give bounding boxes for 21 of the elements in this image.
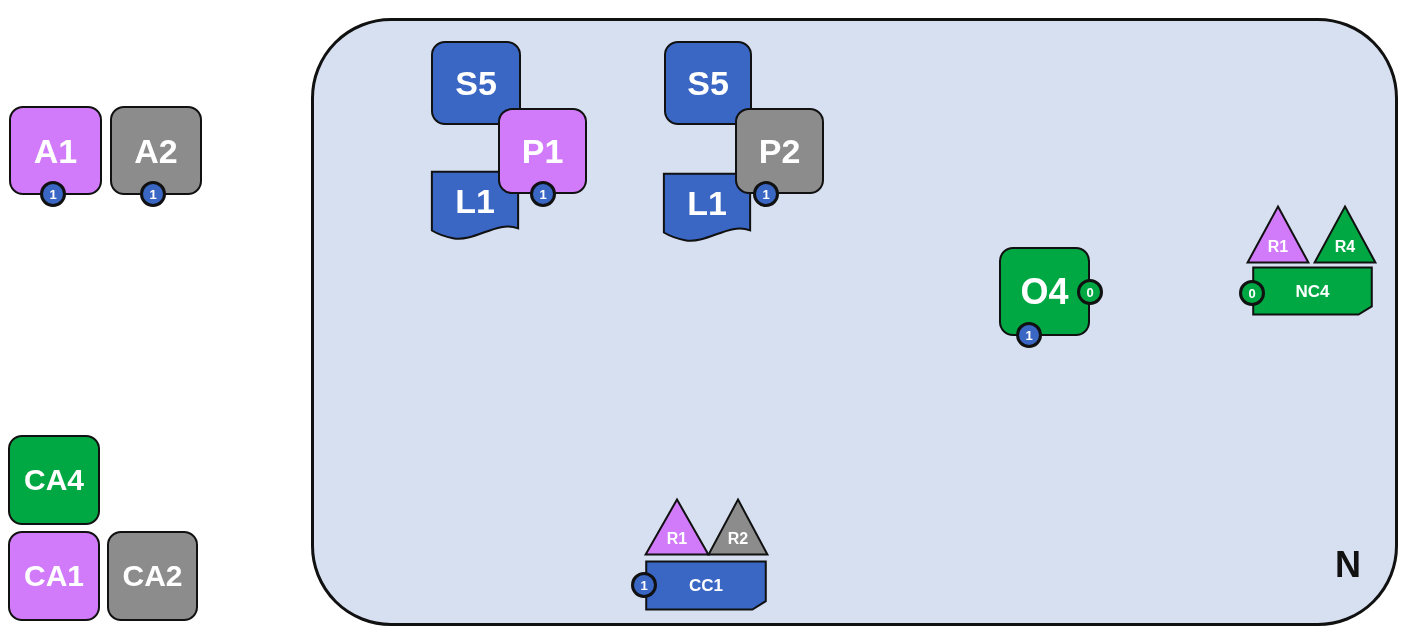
number-badge: 1 (140, 181, 166, 207)
tile: CA4 (8, 435, 100, 525)
triangle-marker: R1 (645, 499, 709, 555)
document-tile: L1 (431, 171, 519, 241)
triangle-marker: R4 (1314, 206, 1376, 263)
triangle-marker: R1 (1247, 206, 1309, 263)
number-badge: 1 (753, 181, 779, 207)
network-area (311, 18, 1398, 626)
number-badge: 0 (1077, 279, 1103, 305)
number-badge: 1 (631, 572, 657, 598)
area-label: N (1335, 547, 1361, 583)
number-badge: 1 (40, 181, 66, 207)
tile: S5 (431, 41, 521, 125)
document-tile: L1 (663, 173, 751, 243)
tile: S5 (664, 41, 752, 125)
number-badge: 1 (530, 181, 556, 207)
tile: CA2 (107, 531, 198, 621)
number-badge: 0 (1239, 280, 1265, 306)
number-badge: 1 (1016, 322, 1042, 348)
triangle-marker: R2 (708, 499, 768, 555)
tile: CA1 (8, 531, 100, 621)
